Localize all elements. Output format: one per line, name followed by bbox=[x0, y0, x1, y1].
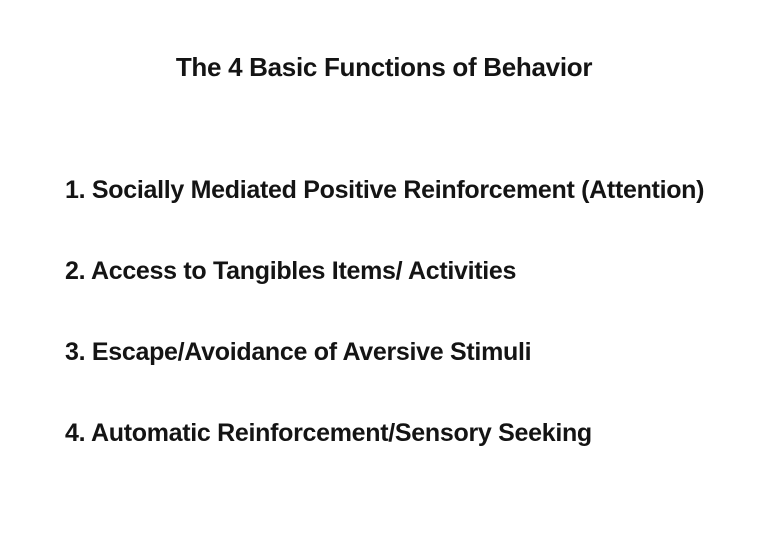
slide-title: The 4 Basic Functions of Behavior bbox=[175, 52, 593, 82]
list-item-1: 1. Socially Mediated Positive Reinforcem… bbox=[65, 176, 705, 204]
function-list: 1. Socially Mediated Positive Reinforcem… bbox=[65, 172, 728, 452]
list-item-3: 3. Escape/Avoidance of Aversive Stimuli bbox=[65, 338, 532, 366]
list-item-4: 4. Automatic Reinforcement/Sensory Seeki… bbox=[65, 419, 592, 447]
list-item-2: 2. Access to Tangibles Items/ Activities bbox=[65, 257, 517, 285]
